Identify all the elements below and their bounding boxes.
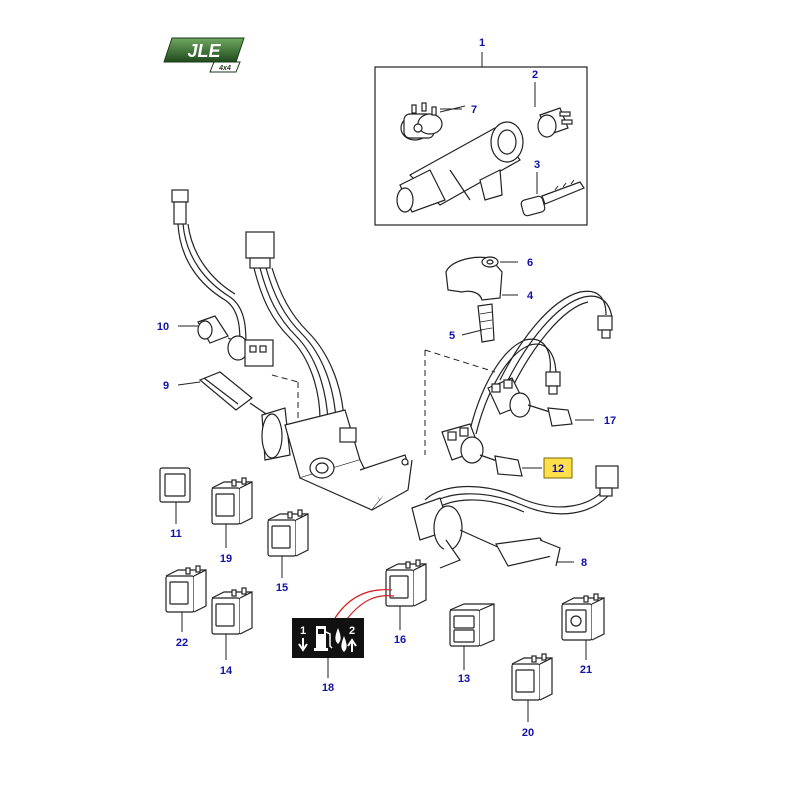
dip-switch-drawing	[197, 315, 274, 367]
highlight-box-12	[543, 457, 573, 479]
switch-21-drawing	[561, 593, 605, 641]
wiper-stalk-drawing	[198, 371, 276, 421]
part-label-22[interactable]: 22	[176, 637, 188, 649]
stalk-switch-drawing	[411, 497, 561, 569]
ignition-switch-drawing	[400, 102, 466, 141]
left-wiring-harness-drawing	[171, 189, 345, 421]
part-label-17[interactable]: 17	[604, 415, 616, 427]
part-label-18[interactable]: 18	[322, 682, 334, 694]
fuel-right-digit: 2	[349, 625, 355, 637]
down-arrow-icon	[298, 638, 308, 652]
red-pointer-line-2	[345, 595, 395, 621]
part-label-12[interactable]: 12	[552, 463, 564, 475]
clamp-drawing	[445, 256, 503, 343]
fuel-left-digit: 1	[300, 625, 306, 637]
steering-lock-drawing	[396, 121, 524, 213]
lower-harness-drawing	[424, 465, 619, 515]
left-leader-dash	[271, 374, 299, 383]
part-label-11[interactable]: 11	[170, 528, 182, 540]
leader-lines	[175, 108, 594, 722]
fuel-selector-panel: 1 2	[292, 589, 395, 658]
light-switch-drawing	[441, 423, 523, 477]
part-label-8[interactable]: 8	[581, 557, 587, 569]
part-label-13[interactable]: 13	[458, 673, 470, 685]
logo-sub-text: 4x4	[218, 65, 231, 72]
right-wiring-harness-drawing	[469, 290, 613, 435]
part-label-10[interactable]: 10	[157, 321, 169, 333]
part-label-5[interactable]: 5	[449, 330, 455, 342]
part-label-6[interactable]: 6	[527, 257, 533, 269]
part-label-20[interactable]: 20	[522, 727, 534, 739]
part-label-1[interactable]: 1	[479, 37, 485, 49]
switch-15-drawing	[267, 509, 309, 557]
logo-brand-text: JLE	[187, 41, 221, 61]
part-label-3[interactable]: 3	[534, 159, 540, 171]
fuel-pump-icon	[314, 626, 333, 651]
up-arrow-icon	[347, 638, 357, 652]
part-label-4[interactable]: 4	[527, 290, 534, 302]
key-drawing	[520, 172, 585, 217]
indicator-switch-drawing	[487, 377, 573, 427]
fuel-drop-icon	[335, 628, 347, 652]
lock-barrel-drawing	[534, 82, 573, 138]
part-label-9[interactable]: 9	[163, 380, 169, 392]
switch-22-drawing	[165, 565, 207, 613]
switch-13-drawing	[449, 603, 495, 647]
part-label-16[interactable]: 16	[394, 634, 406, 646]
switch-20-drawing	[511, 653, 553, 701]
part-label-7[interactable]: 7	[471, 104, 477, 116]
part-label-14[interactable]: 14	[220, 665, 233, 677]
brand-logo: JLE 4x4	[163, 37, 245, 73]
part-label-2[interactable]: 2	[532, 69, 538, 81]
switch-16-drawing	[385, 559, 427, 607]
ignition-assembly-box	[374, 52, 588, 226]
switch-19-drawing	[211, 477, 253, 525]
right-leader-dash	[424, 349, 496, 373]
red-pointer-line-1	[334, 589, 393, 619]
part-label-19[interactable]: 19	[220, 553, 232, 565]
column-switch-base-drawing	[261, 407, 413, 511]
switch-11-drawing	[159, 467, 191, 503]
switch-14-drawing	[211, 587, 253, 635]
part-label-15[interactable]: 15	[276, 582, 288, 594]
part-label-21[interactable]: 21	[580, 664, 592, 676]
part-number-labels: 1 2 3 4 5 6 7 8 9 10 11 12 13 14 15 16 1…	[157, 37, 616, 739]
